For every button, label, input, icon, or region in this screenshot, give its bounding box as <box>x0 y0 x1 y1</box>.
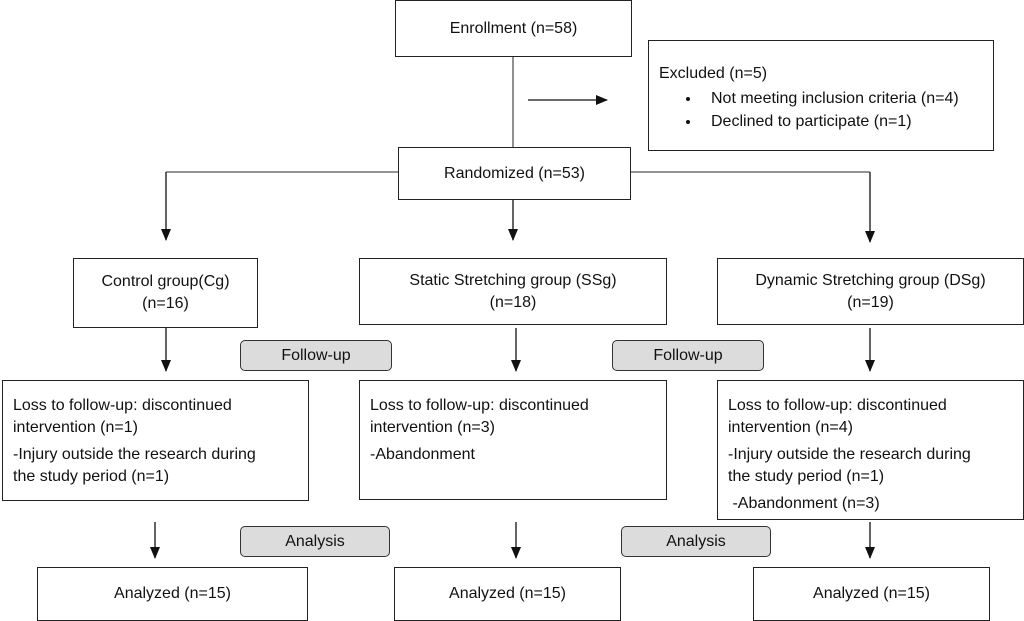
follow-up-stage-label: Follow-up <box>240 340 392 371</box>
group-count: (n=18) <box>489 293 537 311</box>
enrollment-label: Enrollment (n=58) <box>449 19 578 37</box>
stage-label-text: Analysis <box>285 532 345 550</box>
static-group-box: Static Stretching group (SSg) (n=18) <box>359 258 667 325</box>
dynamic-analyzed-box: Analyzed (n=15) <box>753 567 990 621</box>
group-count: (n=16) <box>142 295 189 312</box>
loss-detail: -Injury outside the research during <box>728 446 971 463</box>
loss-detail: -Abandonment <box>370 446 475 463</box>
analyzed-label: Analyzed (n=15) <box>449 585 566 602</box>
group-name: Control group(Cg) <box>101 273 230 290</box>
excluded-box: Excluded (n=5) Not meeting inclusion cri… <box>648 40 994 151</box>
static-analyzed-box: Analyzed (n=15) <box>394 567 621 621</box>
loss-detail: -Injury outside the research during <box>13 446 256 463</box>
control-loss-box: Loss to follow-up: discontinued interven… <box>2 380 309 501</box>
loss-line: Loss to follow-up: discontinued <box>370 397 589 414</box>
randomized-label: Randomized (n=53) <box>444 164 585 182</box>
follow-up-stage-label: Follow-up <box>612 340 764 371</box>
group-name: Dynamic Stretching group (DSg) <box>755 271 986 289</box>
loss-detail: the study period (n=1) <box>13 468 170 485</box>
static-loss-box: Loss to follow-up: discontinued interven… <box>359 380 667 500</box>
group-name: Static Stretching group (SSg) <box>409 271 617 289</box>
stage-label-text: Follow-up <box>281 346 351 364</box>
excluded-item: Not meeting inclusion criteria (n=4) <box>701 87 993 110</box>
analyzed-label: Analyzed (n=15) <box>114 585 231 602</box>
randomized-box: Randomized (n=53) <box>398 147 631 200</box>
loss-line: Loss to follow-up: discontinued <box>728 397 947 414</box>
loss-detail: -Abandonment (n=3) <box>728 495 880 512</box>
loss-line: intervention (n=4) <box>728 419 853 436</box>
stage-label-text: Follow-up <box>653 346 723 364</box>
enrollment-box: Enrollment (n=58) <box>395 0 632 57</box>
analysis-stage-label: Analysis <box>240 526 390 557</box>
dynamic-group-box: Dynamic Stretching group (DSg) (n=19) <box>717 258 1024 325</box>
dynamic-loss-box: Loss to follow-up: discontinued interven… <box>717 380 1024 520</box>
stage-label-text: Analysis <box>666 532 726 550</box>
loss-line: intervention (n=3) <box>370 419 495 436</box>
group-count: (n=19) <box>847 293 894 311</box>
excluded-item: Declined to participate (n=1) <box>701 110 993 133</box>
loss-line: intervention (n=1) <box>13 419 138 436</box>
analysis-stage-label: Analysis <box>621 526 771 557</box>
control-analyzed-box: Analyzed (n=15) <box>37 567 308 621</box>
excluded-title: Excluded (n=5) <box>659 65 768 82</box>
loss-line: Loss to follow-up: discontinued <box>13 397 232 414</box>
control-group-box: Control group(Cg) (n=16) <box>73 258 258 328</box>
analyzed-label: Analyzed (n=15) <box>813 585 930 602</box>
loss-detail: the study period (n=1) <box>728 468 885 485</box>
